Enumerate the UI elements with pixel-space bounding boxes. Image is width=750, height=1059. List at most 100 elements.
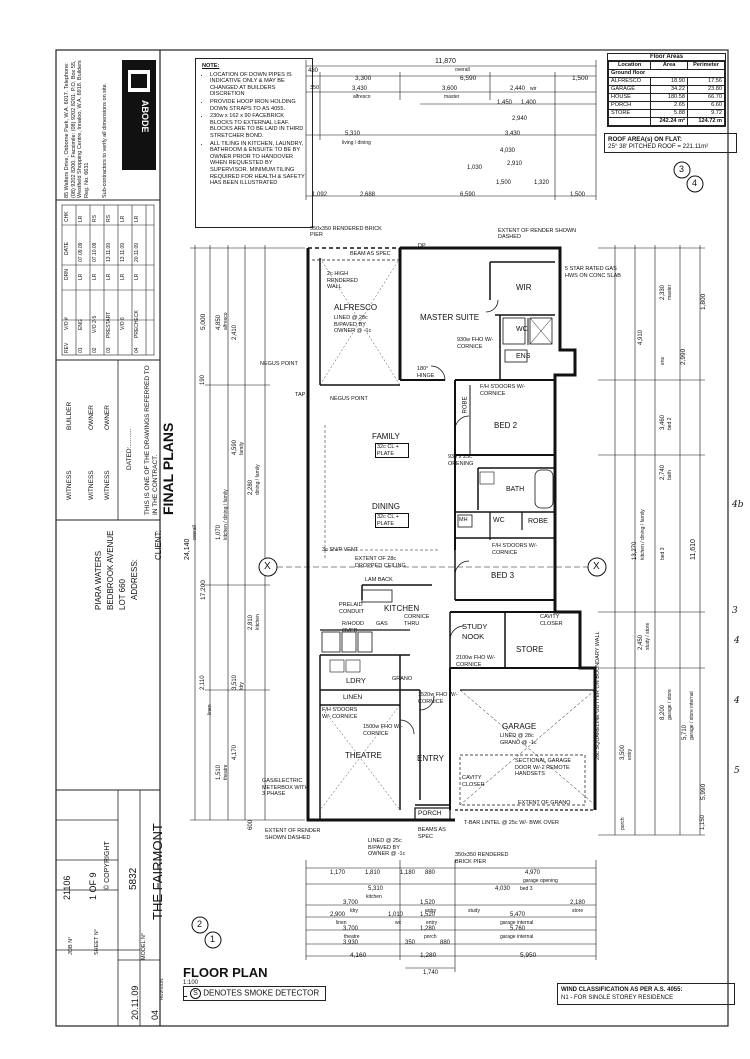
dim-label: store — [572, 908, 584, 914]
section-x-left: X — [264, 561, 271, 572]
room-label-study: STUDY NOOK — [462, 622, 488, 641]
rev-cell: 02 — [92, 347, 98, 353]
wind-classification: WIND CLASSIFICATION AS PER A.S. 4055: N1… — [557, 983, 735, 1005]
annotation: 1500w FHO W/- CORNICE — [363, 724, 403, 737]
annotation: 350x350 RENDERED BRICK PIER — [455, 852, 509, 865]
dim-label: linen — [336, 920, 347, 926]
room-label-wc: WC — [516, 326, 528, 333]
section-number: 3 — [679, 164, 685, 174]
dim-overall-left: 24,140 — [184, 538, 191, 560]
dim-label: bed 2 — [667, 417, 673, 430]
room-label-garage: GARAGE — [502, 722, 537, 731]
annotation: EXTENT OF GRANO — [518, 800, 571, 806]
annotation: CORNICE THRU — [404, 614, 430, 627]
smoke-detector-legend: S DENOTES SMOKE DETECTOR — [183, 986, 327, 1001]
roof-title: ROOF AREA(s) ON FLAT: — [608, 136, 682, 143]
annotation: LINED @ 28c B/PAVED BY OWNER @ -1c — [334, 315, 372, 334]
dim: 2,688 — [360, 192, 376, 198]
annotation: GRANO — [392, 676, 413, 682]
annotation: CAVITY CLOSER — [540, 614, 563, 627]
dim: 2,740 — [660, 464, 666, 480]
annotation: LINED @ 28c GRANO @ -1c — [500, 733, 537, 746]
dim-label: bed 3 — [660, 547, 666, 560]
final-plans-title: FINAL PLANS — [160, 422, 176, 515]
bottom-dimensions — [305, 860, 597, 972]
rev-cell: LR — [134, 215, 140, 222]
dim: 1,510 — [216, 764, 222, 780]
svg-text:ABODE: ABODE — [140, 100, 150, 133]
dim: 2,810 — [248, 614, 254, 630]
dim: 1,400 — [521, 100, 537, 106]
rev-cell: 07.09.09 — [78, 242, 84, 262]
annotation: F/H S'DOORS W/- CORNICE — [480, 384, 526, 397]
witness-label: WITNESS — [88, 470, 95, 500]
dim: 4,030 — [495, 886, 511, 892]
dim: 3,700 — [343, 926, 359, 932]
dim: 3,600 — [442, 86, 458, 92]
room-label-ldry: LDRY — [346, 676, 366, 685]
right-dimensions — [598, 245, 705, 836]
annotation: F/H S'DOORS W/- CORNICE — [492, 543, 538, 556]
annotation: F/H S'DOORS W/- CORNICE — [322, 707, 358, 720]
dim: 5,760 — [510, 926, 526, 932]
room-label-porch: PORCH — [418, 810, 442, 817]
dim: 2,440 — [510, 86, 526, 92]
dim: 1,280 — [420, 926, 436, 932]
final-plans-note: THIS IS ONE OF THE DRAWINGS REFERRED TO … — [144, 365, 159, 515]
dim: 4,850 — [216, 314, 222, 330]
room-label-store: STORE — [516, 645, 544, 654]
dim: 5,310 — [368, 886, 384, 892]
dim: 4,030 — [500, 148, 516, 154]
dim: 4,170 — [232, 744, 238, 760]
job-number: 21106 — [62, 875, 72, 900]
dim-label: entry — [627, 748, 633, 760]
note-item: PROVIDE HOOP IRON HOLDING DOWN STRAPS TO… — [210, 99, 306, 112]
dim-label: overall — [192, 525, 198, 540]
dim: 3,930 — [343, 940, 359, 946]
company-address: 85 Walters Drive, Osborne Park, W.A. 601… — [64, 60, 90, 198]
note-item: ALL TILING IN KITCHEN, LAUNDRY, BATHROOM… — [210, 141, 306, 187]
smoke-detector-label: DENOTES SMOKE DETECTOR — [203, 988, 320, 998]
dim: 880 — [440, 940, 451, 946]
rev-cell: 13.11.09 — [120, 242, 126, 262]
room-label-family: FAMILY — [372, 432, 400, 441]
room-label-wc2: WC — [493, 517, 505, 524]
dim: 1,500 — [572, 75, 589, 82]
dim: 1,500 — [496, 180, 512, 186]
dim: 3,700 — [343, 900, 359, 906]
dim: 6,590 — [460, 192, 476, 198]
sheet-number: 1 OF 9 — [88, 872, 98, 900]
annotation: T-BAR LINTEL @ 25c W/- BWK OVER — [464, 820, 559, 826]
dim-label: overall — [455, 67, 470, 73]
dim: 1,450 — [497, 100, 513, 106]
rev-cell: LR — [78, 273, 84, 280]
top-dimensions — [305, 60, 597, 200]
floor-areas-table: Floor Areas Location Area Perimeter Grou… — [607, 53, 726, 127]
dim-label: wc — [395, 920, 402, 926]
col-header: Area — [650, 61, 688, 70]
annotation: EXTENT OF RENDER SHOWN DASHED — [265, 828, 321, 841]
dim: 13,270 — [632, 541, 638, 560]
handwriting: 4 — [734, 696, 740, 706]
dim: 480 — [308, 68, 319, 74]
dim-overall-top: 11,870 — [435, 58, 456, 65]
dim-label: ens — [660, 356, 666, 365]
revision-label: REVISION — [159, 978, 164, 1000]
witness-label: WITNESS — [66, 470, 73, 500]
disclaimer: Sub-contractors to verify all dimensions… — [102, 82, 108, 198]
rev-cell: 07.10.09 — [92, 242, 98, 262]
room-label-entry: ENTRY — [417, 754, 444, 763]
rev-cell: LR — [78, 215, 84, 222]
wind-line: N1 - FOR SINGLE STOREY RESIDENCE — [561, 995, 674, 1001]
rev-cell: V/O 6 — [120, 317, 126, 330]
dim: 5,310 — [345, 131, 361, 137]
dim: 5,990 — [700, 783, 707, 800]
rev-cell: RS — [92, 215, 98, 222]
annotation: BEAM AS SPEC — [350, 251, 391, 257]
witness-label: WITNESS — [104, 470, 111, 500]
dim-label: bed 3 — [520, 886, 533, 892]
